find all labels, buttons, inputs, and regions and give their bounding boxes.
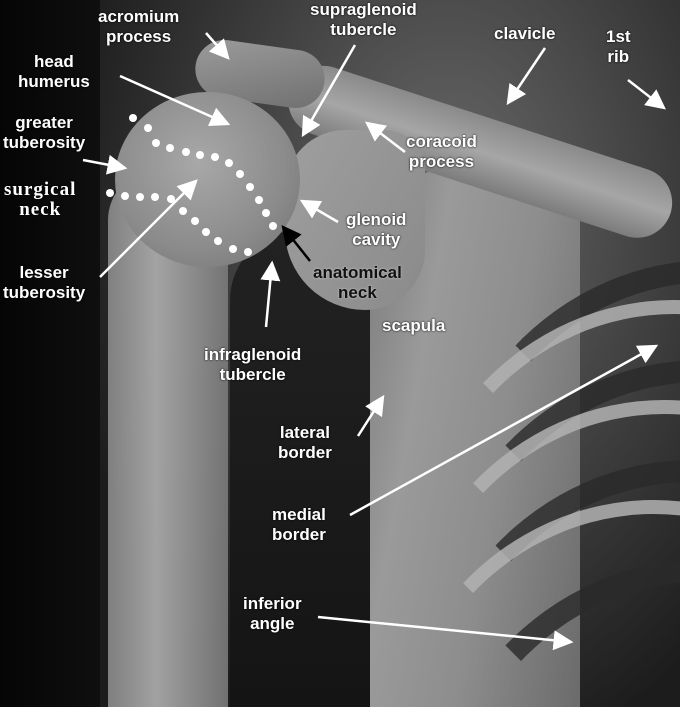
arrow-infraglenoid-tubercle <box>260 260 281 328</box>
label-surgical-neck: surgical neck <box>4 179 77 220</box>
arrow-acromium-process <box>205 32 230 60</box>
label-anatomical-neck: anatomical neck <box>313 263 402 302</box>
label-acromium-process: acromium process <box>98 7 180 46</box>
arrow-head-humerus <box>119 74 231 127</box>
dotted-outline-necks <box>106 114 277 256</box>
label-medial-border: medial border <box>272 505 326 544</box>
label-scapula: scapula <box>382 316 446 335</box>
background-left <box>0 0 110 707</box>
arrow-medial-border <box>349 344 659 517</box>
axilla-shadow <box>230 230 370 707</box>
label-inferior-angle: inferior angle <box>243 594 302 633</box>
arrow-clavicle <box>506 47 547 106</box>
arrow-lateral-border <box>356 394 385 437</box>
arrow-lesser-tuberosity <box>99 179 198 278</box>
label-first-rib: 1st rib <box>606 27 631 66</box>
arrow-supraglenoid-tubercle <box>301 44 357 138</box>
arrow-greater-tuberosity <box>82 154 128 175</box>
label-lesser-tuberosity: lesser tuberosity <box>3 263 86 302</box>
label-lateral-border: lateral border <box>278 423 332 462</box>
glenoid-shadow <box>285 130 425 310</box>
label-clavicle: clavicle <box>494 24 556 43</box>
arrow-first-rib <box>627 79 666 110</box>
label-glenoid-cavity: glenoid cavity <box>346 210 407 249</box>
label-infraglenoid-tubercle: infraglenoid tubercle <box>204 345 302 384</box>
label-greater-tuberosity: greater tuberosity <box>3 113 86 152</box>
humerus-head-shadow <box>115 92 300 267</box>
label-supraglenoid-tubercle: supraglenoid tubercle <box>310 0 417 39</box>
arrow-anatomical-neck <box>281 225 311 262</box>
arrow-glenoid-cavity <box>299 199 339 224</box>
label-head-humerus: head humerus <box>18 52 90 91</box>
arrow-coracoid-process <box>365 121 406 153</box>
arrow-inferior-angle <box>317 615 574 651</box>
label-coracoid-process: coracoid process <box>406 132 477 171</box>
